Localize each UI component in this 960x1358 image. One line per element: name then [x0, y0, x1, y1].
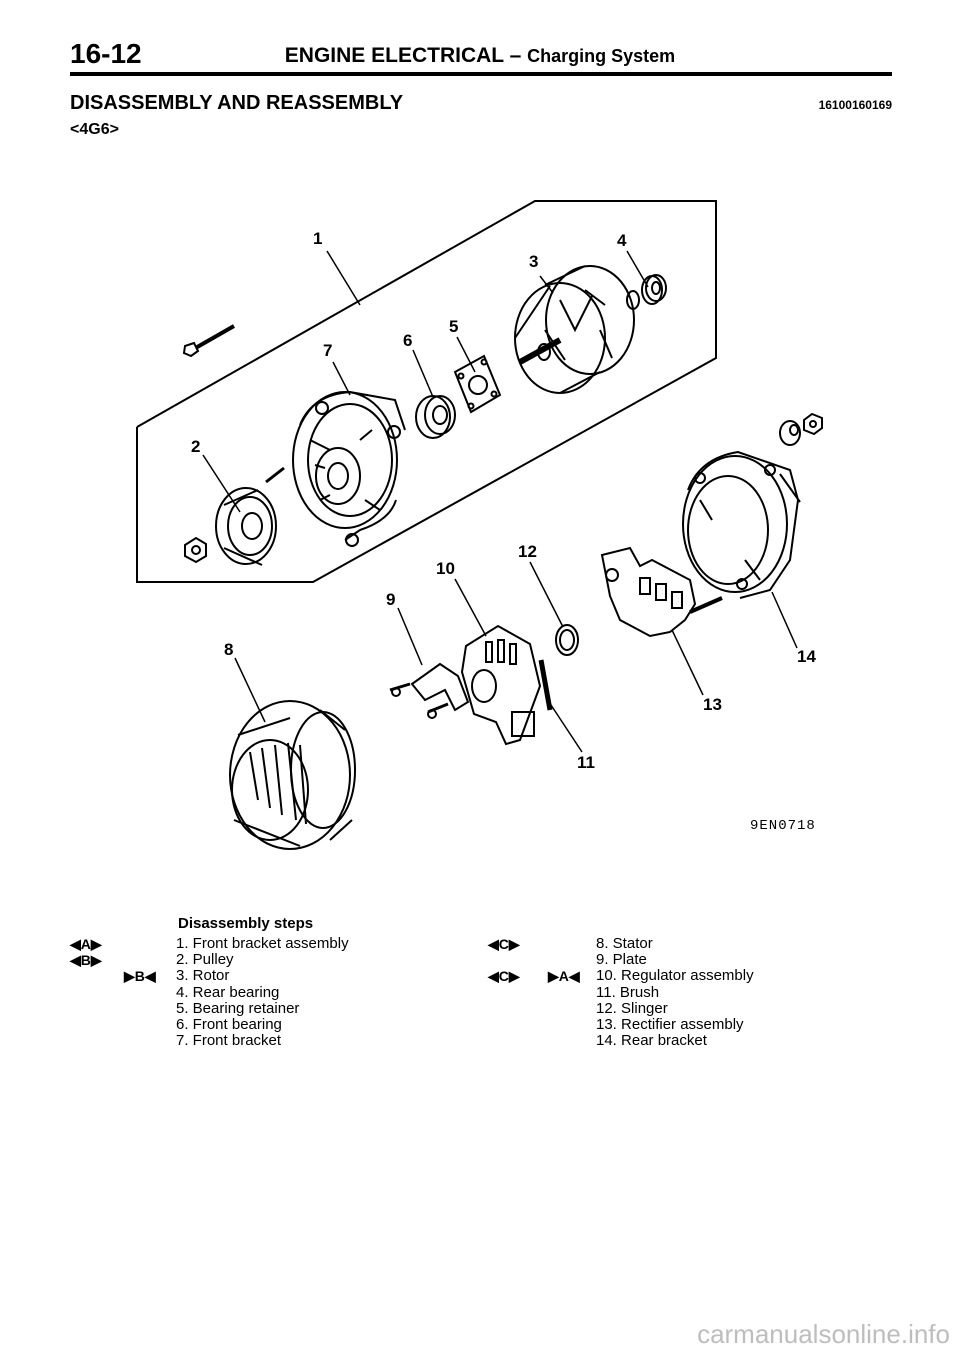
callout-10: 10 — [436, 559, 455, 578]
disassembly-mark: ◀B▶ — [70, 952, 102, 969]
step-item: 3. Rotor — [176, 967, 230, 985]
reassembly-mark: ▶A◀ — [548, 968, 580, 985]
front-bracket-drawing — [292, 390, 406, 547]
disassembly-mark: ◀C▶ — [488, 968, 520, 985]
step-item: 13. Rectifier assembly — [596, 1015, 744, 1033]
step-item: 10. Regulator assembly — [596, 967, 754, 985]
brush-drawing — [538, 659, 553, 711]
callout-9: 9 — [386, 590, 395, 609]
step-item: 6. Front bearing — [176, 1015, 282, 1033]
callout-6: 6 — [403, 331, 412, 350]
header-rule — [70, 72, 892, 76]
plate-drawing — [389, 662, 470, 719]
step-item: 7. Front bracket — [176, 1032, 282, 1050]
pulley-drawing — [184, 466, 285, 566]
section-title: DISASSEMBLY AND REASSEMBLY — [70, 92, 404, 114]
callout-13: 13 — [703, 695, 722, 714]
assembly-frame — [136, 200, 717, 583]
step-item: 9. Plate — [596, 951, 647, 969]
callout-2: 2 — [191, 437, 200, 456]
step-item: 11. Brush — [596, 983, 660, 1001]
leader-lines — [202, 250, 798, 753]
callout-12: 12 — [518, 542, 537, 561]
section-code: 16100160169 — [818, 98, 892, 112]
callout-8: 8 — [224, 640, 233, 659]
rotor-drawing — [514, 265, 635, 394]
callout-4: 4 — [617, 231, 627, 250]
stator-drawing — [229, 700, 356, 850]
step-item: 8. Stator — [596, 935, 653, 952]
rear-bearing-drawing — [626, 274, 667, 310]
callout-11: 11 — [577, 753, 595, 772]
header-subtitle: Charging System — [527, 46, 676, 66]
slinger-drawing — [555, 624, 579, 656]
disassembly-mark: ◀A▶ — [70, 936, 102, 952]
page-header-title: ENGINE ELECTRICAL – Charging System — [0, 44, 960, 68]
callout-5: 5 — [449, 317, 458, 336]
page-number: 16-12 — [70, 38, 142, 69]
callout-14: 14 — [797, 647, 816, 666]
step-item: 4. Rear bearing — [176, 983, 280, 1001]
step-item: 14. Rear bracket — [596, 1032, 707, 1050]
steps-heading: Disassembly steps — [178, 915, 314, 932]
callout-7: 7 — [323, 341, 332, 360]
header-dash: – — [509, 44, 522, 67]
disassembly-mark: ◀C▶ — [488, 936, 520, 952]
step-item: 12. Slinger — [596, 999, 668, 1017]
step-item: 1. Front bracket assembly — [176, 935, 349, 952]
watermark: carmanualsonline.info — [697, 1319, 950, 1349]
engine-variant: <4G6> — [70, 121, 119, 138]
step-item: 2. Pulley — [176, 951, 234, 969]
bolt-drawing — [182, 324, 235, 358]
front-bearing-drawing — [415, 395, 456, 439]
regulator-drawing — [460, 624, 542, 746]
figure-code: 9EN0718 — [750, 818, 816, 834]
step-item: 5. Bearing retainer — [176, 999, 300, 1017]
rectifier-drawing — [600, 546, 723, 638]
callout-1: 1 — [313, 229, 322, 248]
rear-nut-drawing — [779, 412, 823, 446]
header-title: ENGINE ELECTRICAL — [284, 44, 504, 67]
callout-3: 3 — [529, 252, 538, 271]
rear-bracket-drawing — [682, 450, 801, 599]
bearing-retainer-drawing — [453, 354, 502, 414]
reassembly-mark: ▶B◀ — [124, 968, 156, 985]
